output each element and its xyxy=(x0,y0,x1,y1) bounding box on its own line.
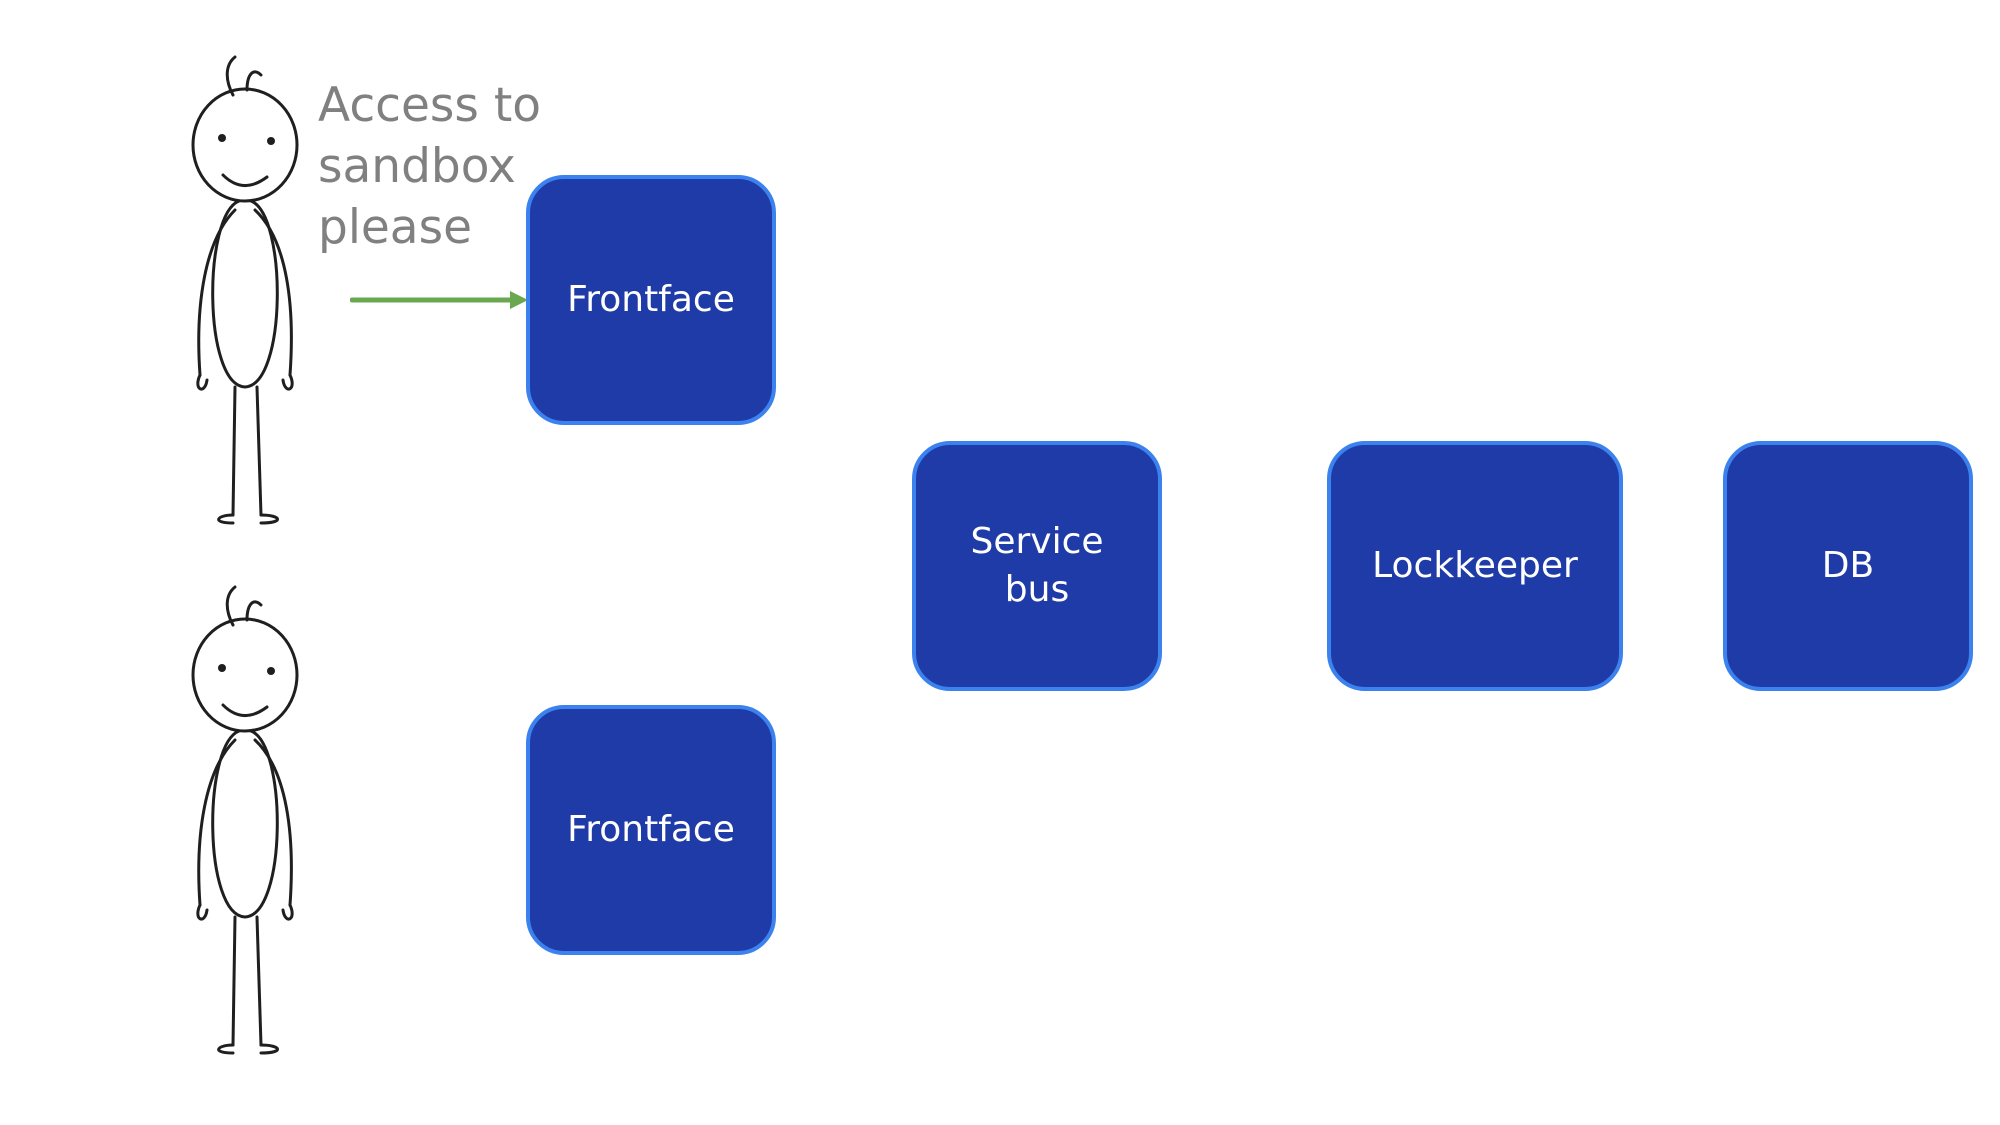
service-bus-node: Service bus xyxy=(912,441,1162,691)
stick-figure-user-top xyxy=(191,55,299,525)
arrow-head xyxy=(510,291,528,309)
frontface-node-bottom: Frontface xyxy=(526,705,776,955)
stick-figure-user-bottom xyxy=(191,585,299,1055)
frontface-node-bottom-label: Frontface xyxy=(567,809,735,850)
frontface-node-top: Frontface xyxy=(526,175,776,425)
service-bus-node-label: Service bus xyxy=(970,521,1104,610)
frontface-node-top-label: Frontface xyxy=(567,279,735,320)
db-node-label: DB xyxy=(1821,545,1875,586)
request-arrow-icon xyxy=(350,291,528,309)
request-speech-text: Access to sandbox please xyxy=(318,78,542,255)
db-node: DB xyxy=(1723,441,1973,691)
lockkeeper-node-label: Lockkeeper xyxy=(1372,545,1578,586)
lockkeeper-node: Lockkeeper xyxy=(1327,441,1623,691)
